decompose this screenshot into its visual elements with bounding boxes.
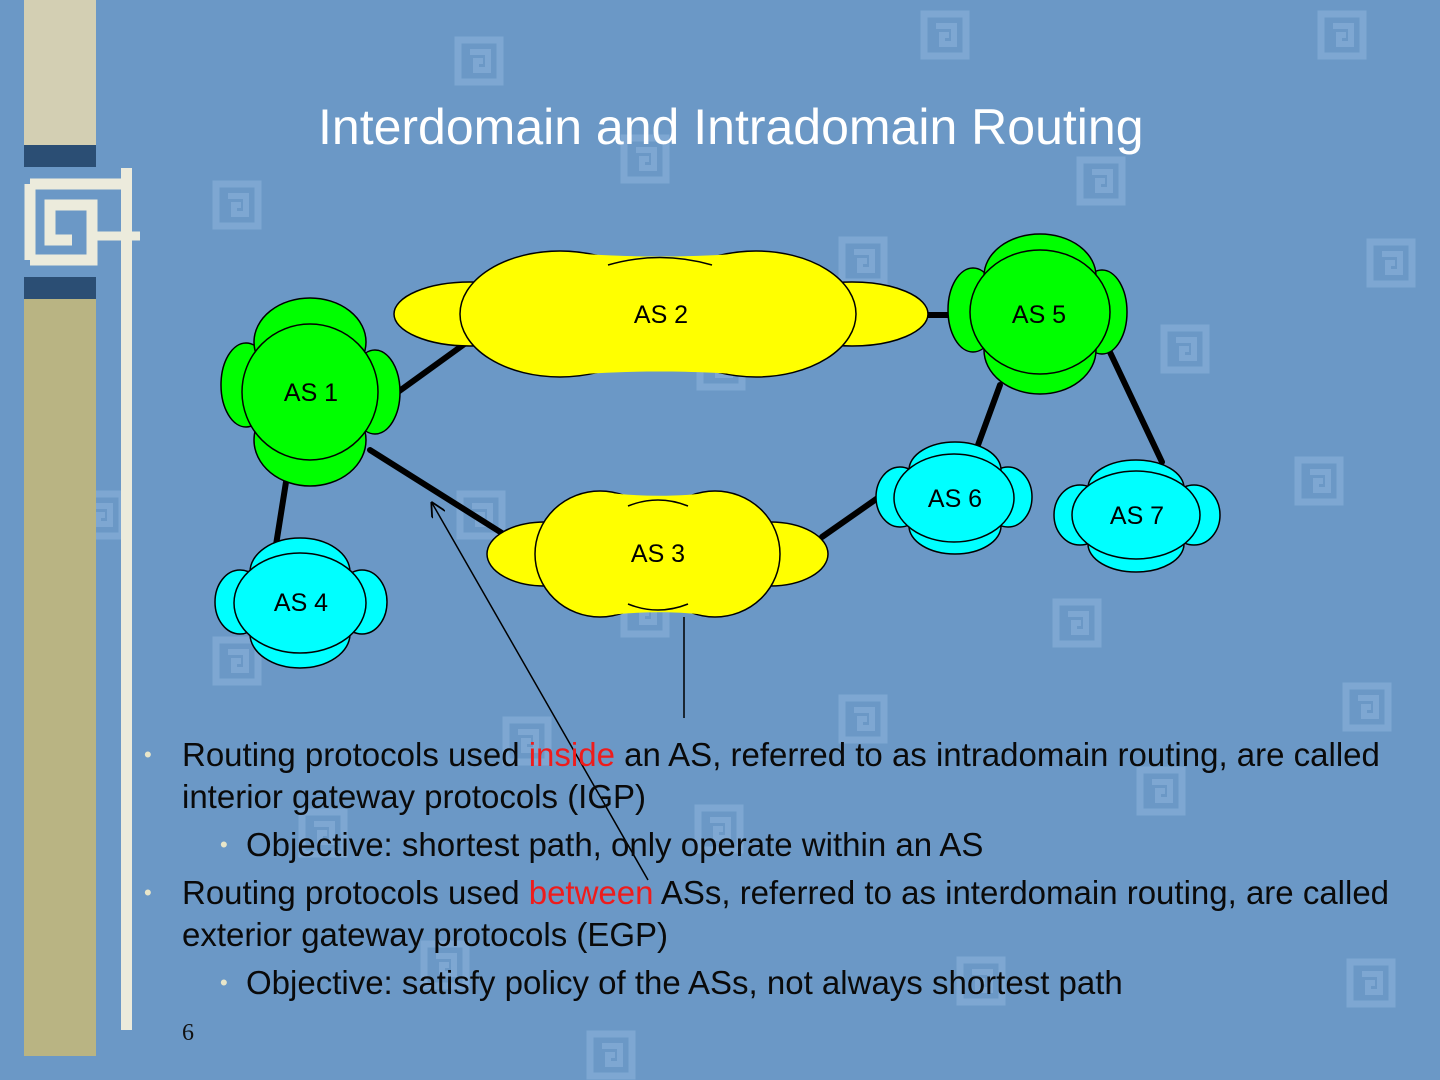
sub-bullet-egp-objective: • Objective: satisfy policy of the ASs, … <box>140 962 1400 1004</box>
bullet-list: • Routing protocols used inside an AS, r… <box>140 734 1400 1010</box>
as3-label: AS 3 <box>631 540 685 568</box>
sub-bullet-igp-objective: • Objective: shortest path, only operate… <box>140 824 1400 866</box>
as1-label: AS 1 <box>284 379 338 407</box>
bullet-intradomain: • Routing protocols used inside an AS, r… <box>140 734 1400 818</box>
bullet-icon: • <box>144 872 152 914</box>
highlight-inside: inside <box>529 736 615 773</box>
link-as1-as2 <box>398 340 470 392</box>
link-as1-as3 <box>370 450 505 535</box>
link-as5-as7 <box>1108 348 1162 462</box>
link-as5-as6 <box>978 385 1000 445</box>
bullet-icon: • <box>220 824 228 866</box>
as2-label: AS 2 <box>634 301 688 329</box>
as5-label: AS 5 <box>1012 301 1066 329</box>
highlight-between: between <box>529 874 654 911</box>
as6-label: AS 6 <box>928 485 982 513</box>
bullet-icon: • <box>144 734 152 776</box>
as4-label: AS 4 <box>274 589 328 617</box>
link-as1-as4 <box>276 482 286 545</box>
bullet-interdomain: • Routing protocols used between ASs, re… <box>140 872 1400 956</box>
slide-number: 6 <box>182 1020 194 1047</box>
bullet-icon: • <box>220 962 228 1004</box>
link-as3-as6 <box>822 495 882 537</box>
as7-label: AS 7 <box>1110 502 1164 530</box>
